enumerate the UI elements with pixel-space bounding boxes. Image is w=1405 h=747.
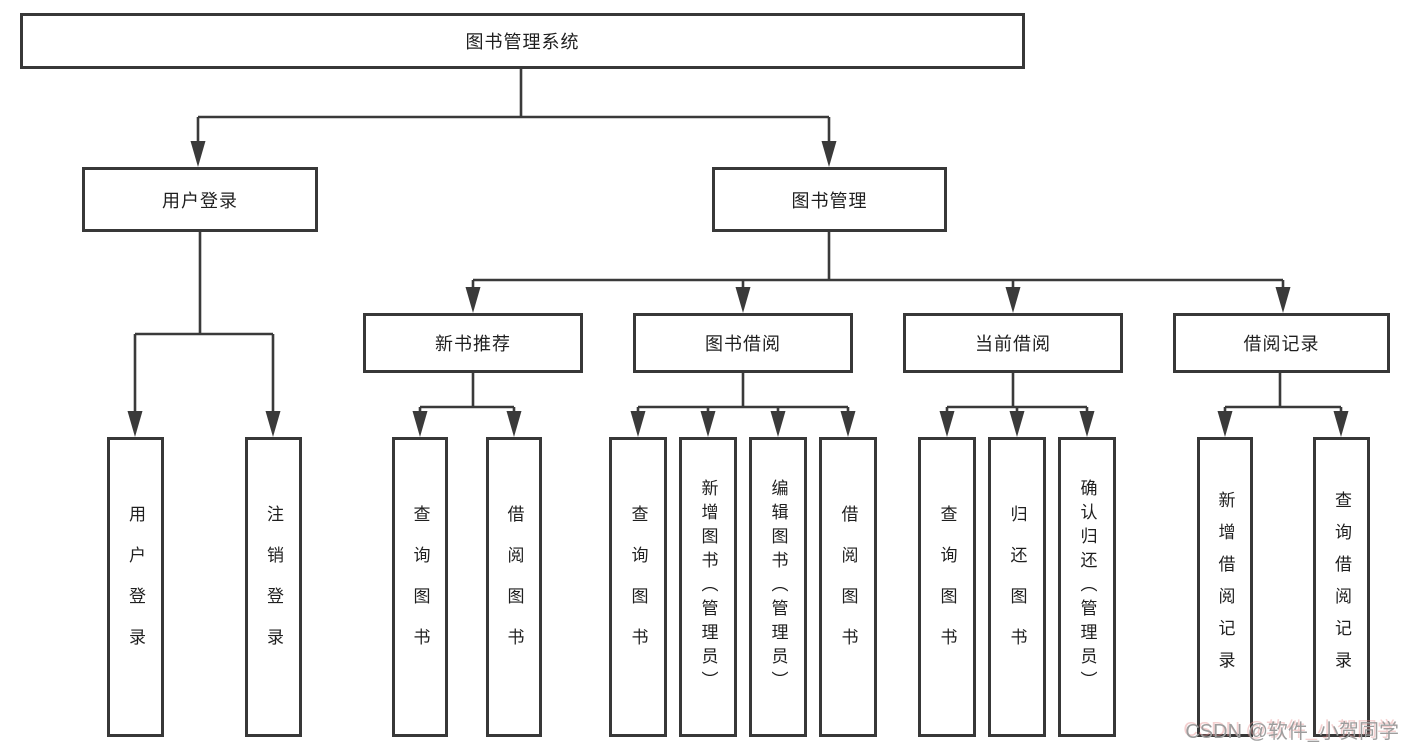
node-label: 借阅图书 (504, 505, 524, 669)
node-new-book-recommend: 新书推荐 (363, 313, 583, 373)
arrow-down-icon (939, 411, 955, 437)
arrow-down-icon (1009, 411, 1025, 437)
arrow-down-icon (1079, 411, 1095, 437)
connector-lines (133, 68, 1343, 414)
leaf-search-borrow-record: 查询借阅记录 (1313, 437, 1370, 737)
node-label: 注销登录 (264, 505, 283, 669)
node-label: 图书借阅 (705, 334, 781, 354)
leaf-logout: 注销登录 (245, 437, 302, 737)
arrow-down-icon (840, 411, 856, 437)
arrow-down-icon (700, 411, 716, 437)
node-label: 借阅记录 (1243, 334, 1320, 354)
node-book-management: 图书管理 (712, 167, 947, 232)
arrow-down-icon (190, 141, 206, 167)
node-label: 新书推荐 (435, 334, 511, 354)
arrow-down-icon (1217, 411, 1233, 437)
arrow-down-icon (127, 411, 143, 437)
leaf-add-books-admin: 新增图书（管理员） (679, 437, 737, 737)
node-label: 新增图书（管理员） (698, 479, 718, 695)
leaf-borrow-books-recommend: 借阅图书 (486, 437, 542, 737)
node-label: 查询图书 (410, 505, 430, 669)
node-label: 图书管理 (791, 190, 868, 211)
arrow-down-icon (821, 141, 837, 167)
leaf-edit-books-admin: 编辑图书（管理员） (749, 437, 807, 737)
node-label: 用户登录 (126, 505, 145, 669)
leaf-add-borrow-record: 新增借阅记录 (1197, 437, 1253, 737)
leaf-confirm-return-admin: 确认归还（管理员） (1058, 437, 1116, 737)
node-label: 确认归还（管理员） (1077, 479, 1097, 695)
leaf-return-books: 归还图书 (988, 437, 1046, 737)
arrow-down-icon (770, 411, 786, 437)
node-label: 新增借阅记录 (1215, 491, 1235, 683)
leaf-search-books-recommend: 查询图书 (392, 437, 448, 737)
arrow-down-icon (1005, 287, 1021, 313)
leaf-user-login: 用户登录 (107, 437, 164, 737)
arrow-down-icon (630, 411, 646, 437)
arrow-down-icon (1333, 411, 1349, 437)
watermark: CSDN @软件_小贺同学 (1185, 721, 1399, 743)
node-label: 查询借阅记录 (1332, 491, 1351, 683)
arrow-down-icon (506, 411, 522, 437)
node-label: 借阅图书 (838, 505, 858, 669)
node-label: 用户登录 (162, 190, 238, 211)
node-user-login: 用户登录 (82, 167, 318, 232)
node-label: 查询图书 (937, 505, 957, 669)
leaf-search-books-borrow: 查询图书 (609, 437, 667, 737)
leaf-search-books-current: 查询图书 (918, 437, 976, 737)
arrow-down-icon (265, 411, 281, 437)
node-label: 查询图书 (628, 505, 648, 669)
node-root: 图书管理系统 (20, 13, 1025, 69)
arrow-down-icon (465, 287, 481, 313)
arrow-down-icon (1275, 287, 1291, 313)
node-current-borrowing: 当前借阅 (903, 313, 1123, 373)
node-label: 图书管理系统 (465, 32, 580, 52)
node-label: 归还图书 (1007, 505, 1027, 669)
node-label: 当前借阅 (975, 334, 1051, 354)
arrow-down-icon (412, 411, 428, 437)
leaf-borrow-books: 借阅图书 (819, 437, 877, 737)
arrow-down-icon (735, 287, 751, 313)
node-borrow-records: 借阅记录 (1173, 313, 1390, 373)
node-book-borrowing: 图书借阅 (633, 313, 853, 373)
node-label: 编辑图书（管理员） (768, 479, 788, 695)
